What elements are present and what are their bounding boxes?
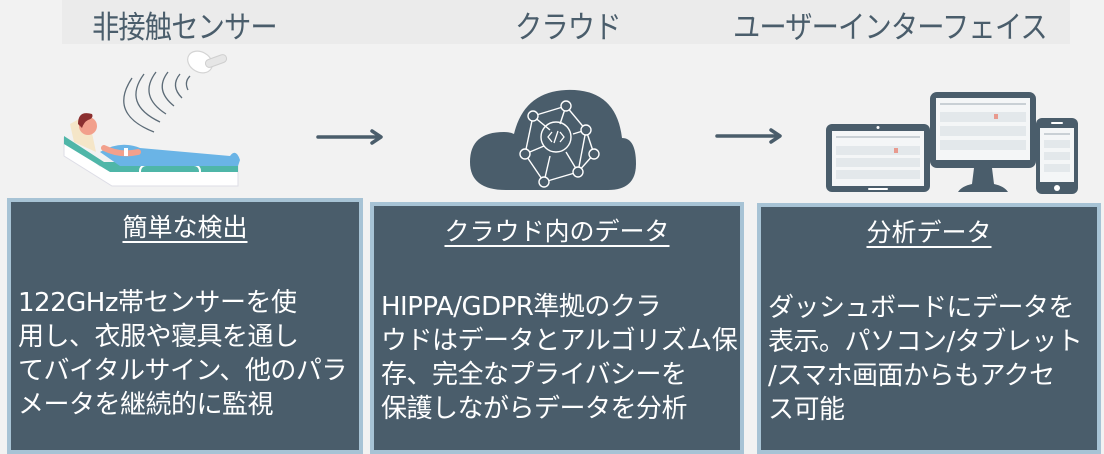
panel-text-line: HIPPA/GDPR準拠のクラ	[381, 292, 661, 322]
panel-text-line: 存、完全なプライバシーを	[381, 360, 687, 390]
step-label-sensor: 非接触センサー	[92, 10, 278, 46]
panel-text-line: 122GHz帯センサーを使	[18, 288, 297, 318]
patient-head-icon	[78, 113, 97, 135]
signal-waves-icon	[123, 71, 191, 133]
panel-text-line: ス可能	[768, 395, 845, 425]
arrow-right-icon	[316, 129, 383, 145]
panel-description: HIPPA/GDPR準拠のクラ ウドはデータとアルゴリズム保 存、完全なプライバ…	[374, 290, 740, 426]
panel-analysis-data: 分析データ ダッシュボードにデータを 表示。パソコン/タブレット /スマホ画面か…	[757, 203, 1101, 454]
panel-text-line: /スマホ画面からもアクセ	[768, 361, 1055, 391]
network-nodes-icon	[519, 100, 600, 188]
step-label-cloud: クラウド	[515, 10, 621, 46]
cloud-icon	[470, 89, 636, 190]
cloud-network-illustration	[470, 89, 636, 190]
patient-sensor-illustration	[63, 50, 240, 187]
panel-text-line: 保護しながらデータを分析	[381, 394, 688, 424]
panel-text-line: ウドはデータとアルゴリズム保	[381, 326, 738, 356]
panel-text-line: 用し、衣服や寝具を通し	[18, 322, 299, 352]
header-band	[62, 0, 1070, 44]
panel-description: 122GHz帯センサーを使 用し、衣服や寝具を通し てバイタルサイン、他のパラ …	[11, 286, 359, 422]
panel-title: クラウド内のデータ	[444, 217, 670, 246]
panel-easy-detection: 簡単な検出 122GHz帯センサーを使 用し、衣服や寝具を通し てバイタルサイン…	[7, 198, 363, 454]
panel-description: ダッシュボードにデータを 表示。パソコン/タブレット /スマホ画面からもアクセ …	[761, 291, 1097, 427]
panel-text-line: 表示。パソコン/タブレット	[768, 327, 1083, 357]
sensor-device-icon	[187, 50, 228, 74]
panel-cloud-data: クラウド内のデータ HIPPA/GDPR準拠のクラ ウドはデータとアルゴリズム保…	[370, 202, 744, 454]
devices-illustration	[826, 92, 1078, 194]
panel-text-line: てバイタルサイン、他のパラ	[18, 356, 347, 386]
step-label-ui: ユーザーインターフェイス	[733, 10, 1048, 46]
panel-text-line: メータを継続的に監視	[18, 390, 274, 420]
panel-title: 簡単な検出	[122, 213, 248, 242]
arrow-right-icon	[715, 128, 782, 144]
panel-title: 分析データ	[866, 218, 992, 247]
panel-text-line: ダッシュボードにデータを	[768, 293, 1075, 323]
dashboard-grid-icon	[836, 103, 1070, 179]
